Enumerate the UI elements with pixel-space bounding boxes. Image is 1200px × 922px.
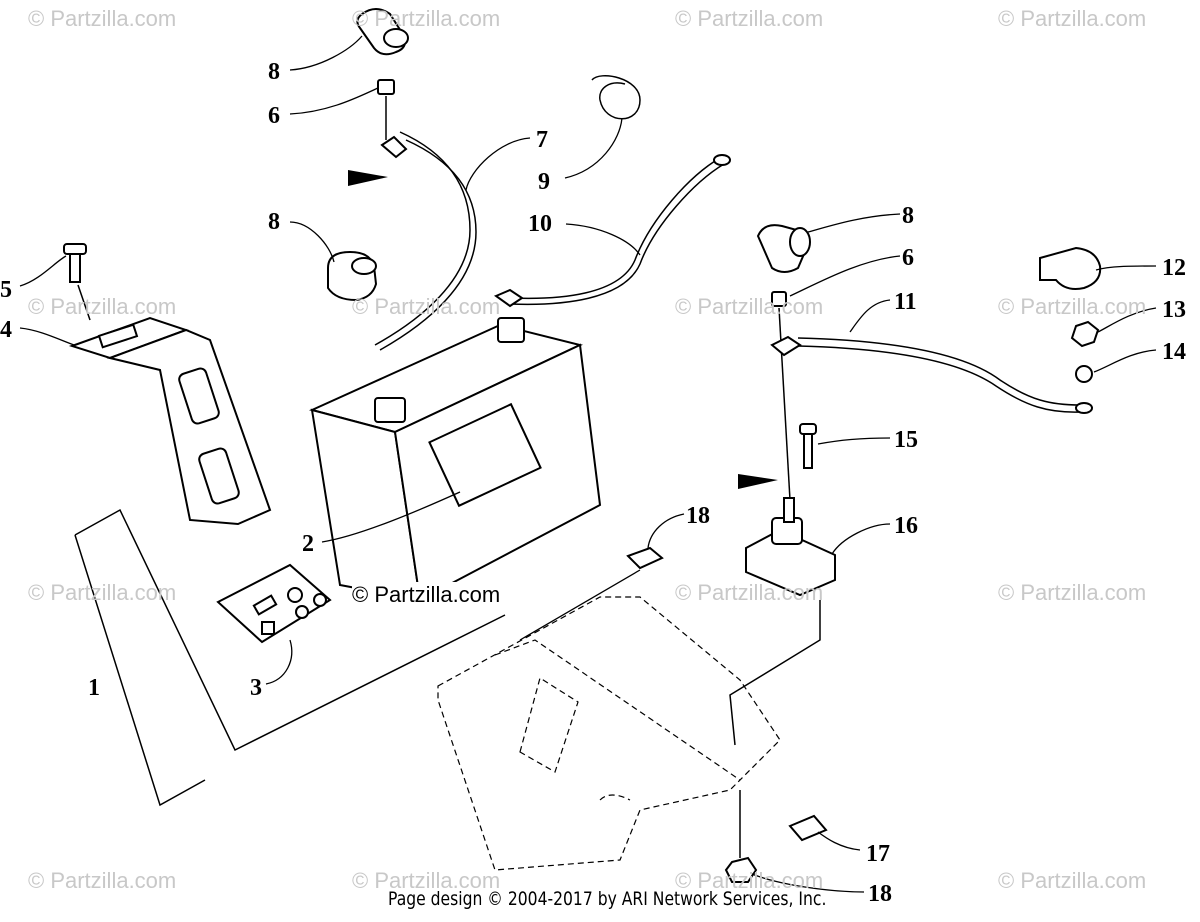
- arrow-left: [348, 170, 388, 186]
- callout-11[interactable]: 11: [894, 289, 917, 315]
- solenoid: [745, 497, 836, 597]
- watermark: © Partzilla.com: [675, 580, 824, 605]
- bolt-5: [63, 243, 91, 321]
- watermark: © Partzilla.com: [28, 6, 177, 31]
- watermark: © Partzilla.com: [998, 294, 1147, 319]
- callout-4[interactable]: 4: [0, 317, 12, 343]
- callout-18-top[interactable]: 18: [686, 503, 710, 529]
- watermark: © Partzilla.com: [28, 580, 177, 605]
- callout-15[interactable]: 15: [894, 427, 918, 453]
- watermark: © Partzilla.com: [28, 868, 177, 893]
- battery-box-outline: [74, 508, 506, 752]
- callout-8-right[interactable]: 8: [902, 203, 914, 229]
- callout-16[interactable]: 16: [894, 513, 918, 539]
- negative-cable: [493, 154, 731, 308]
- hardware-kit: [216, 563, 332, 644]
- terminal-boot-right: [756, 224, 811, 273]
- callout-14[interactable]: 14: [1162, 339, 1186, 365]
- nut-18-bottom: [724, 856, 758, 883]
- leader-lines: [19, 35, 1157, 893]
- clip-17: [788, 814, 828, 842]
- terminal-boot-12: [1039, 246, 1102, 290]
- watermark: © Partzilla.com: [352, 6, 501, 31]
- ground-cable: [770, 335, 1093, 414]
- callout-12[interactable]: 12: [1162, 255, 1186, 281]
- clip-top: [519, 546, 664, 641]
- callout-10[interactable]: 10: [528, 211, 552, 237]
- callout-8-top[interactable]: 8: [268, 59, 280, 85]
- nut-right: [771, 291, 787, 307]
- washer-14: [1075, 365, 1093, 383]
- watermark: © Partzilla.com: [352, 868, 501, 893]
- callout-17[interactable]: 17: [866, 841, 890, 867]
- footer-copyright: Page design © 2004-2017 by ARI Network S…: [388, 888, 827, 910]
- callout-2[interactable]: 2: [302, 531, 314, 557]
- callout-6-top[interactable]: 6: [268, 103, 280, 129]
- watermark: © Partzilla.com: [675, 868, 824, 893]
- callout-5[interactable]: 5: [0, 277, 12, 303]
- watermark: © Partzilla.com: [675, 6, 824, 31]
- terminal-boot-top: [356, 8, 409, 56]
- callout-8-left[interactable]: 8: [268, 209, 280, 235]
- positive-cable: [374, 131, 477, 351]
- battery-bracket: [68, 316, 272, 526]
- terminal-boot-left: [327, 250, 378, 302]
- callout-3[interactable]: 3: [250, 675, 262, 701]
- watermark: © Partzilla.com: [352, 294, 501, 319]
- nut-top: [377, 79, 395, 140]
- watermark: © Partzilla.com: [28, 294, 177, 319]
- battery-tray: [437, 596, 781, 871]
- center-watermark: © Partzilla.com: [352, 582, 501, 608]
- callout-18-bottom[interactable]: 18: [868, 881, 892, 907]
- callout-1[interactable]: 1: [88, 675, 100, 701]
- watermark: © Partzilla.com: [675, 294, 824, 319]
- callout-9[interactable]: 9: [538, 169, 550, 195]
- nut-13: [1070, 320, 1100, 348]
- callout-6-right[interactable]: 6: [902, 245, 914, 271]
- watermark: © Partzilla.com: [998, 868, 1147, 893]
- arrow-left-2: [738, 474, 778, 489]
- callout-13[interactable]: 13: [1162, 297, 1186, 323]
- watermark: © Partzilla.com: [998, 6, 1147, 31]
- screw-15: [799, 423, 817, 469]
- callout-7[interactable]: 7: [536, 127, 548, 153]
- battery-strap: [591, 75, 641, 120]
- watermark: © Partzilla.com: [998, 580, 1147, 605]
- battery: [309, 317, 602, 602]
